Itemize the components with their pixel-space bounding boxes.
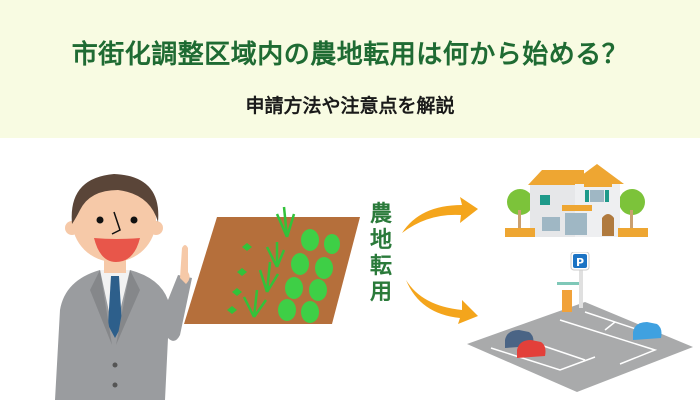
parking-lot-icon: P [467,252,693,392]
farmland-icon [184,206,360,324]
svg-text:P: P [576,256,584,269]
businessman-icon [55,174,192,400]
page-title: 市街化調整区域内の農地転用は何から始める？ [71,40,629,70]
house-icon [505,164,648,237]
header-banner: 市街化調整区域内の農地転用は何から始める？ 申請方法や注意点を解説 [0,0,700,138]
farmland-conversion-label: 農 地 転 用 [369,202,392,305]
arrow-up-icon [402,197,478,233]
arrow-down-icon [406,280,478,324]
page-subtitle: 申請方法や注意点を解説 [245,95,455,117]
